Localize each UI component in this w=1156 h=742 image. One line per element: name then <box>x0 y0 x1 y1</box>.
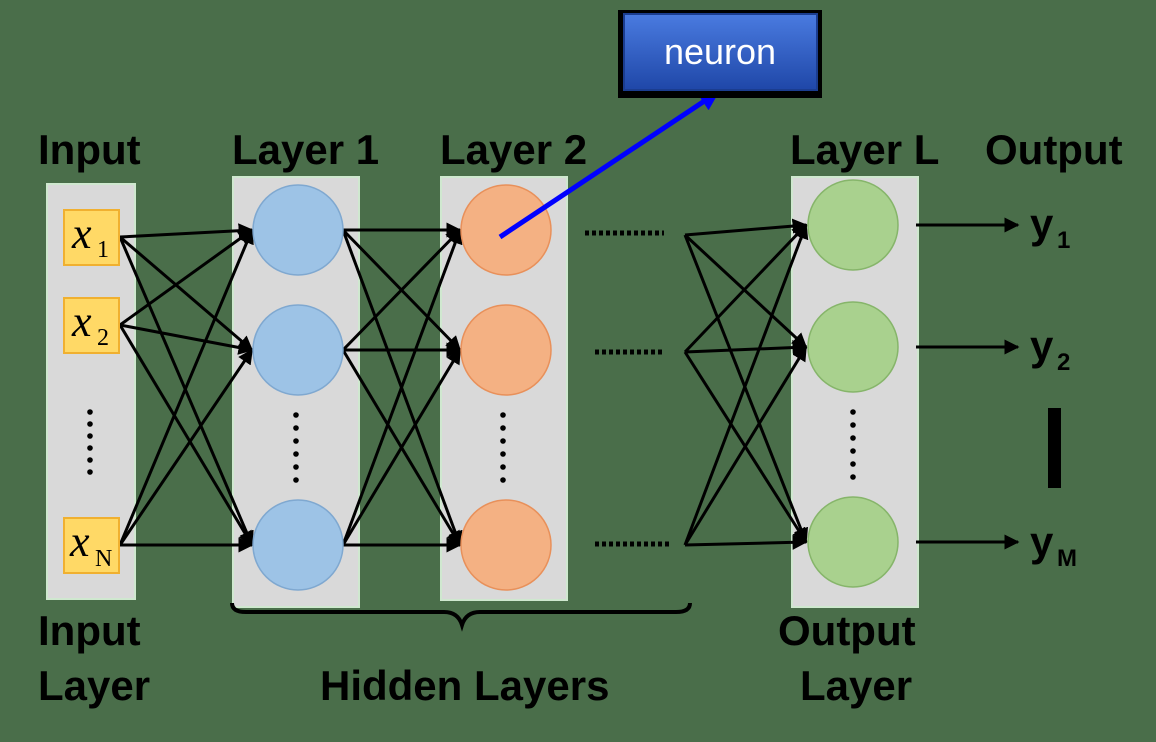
header-input: Input <box>38 126 141 173</box>
layer2-ellipsis <box>500 412 506 483</box>
connection-edge <box>683 223 809 546</box>
layer2-neuron <box>460 304 552 396</box>
header-layer2: Layer 2 <box>440 126 587 173</box>
layer2-nodes <box>460 184 552 591</box>
layer2-neuron <box>460 184 552 276</box>
input-ellipsis <box>87 409 93 475</box>
output-label-2: y 2 <box>1030 322 1070 376</box>
layer1-neuron <box>252 184 344 276</box>
output-sub: 1 <box>1057 227 1070 254</box>
output-var: y <box>1030 518 1054 565</box>
footer-output-layer-line2: Layer <box>800 662 912 709</box>
layer1-nodes <box>252 184 344 591</box>
connection-edge <box>341 228 463 546</box>
callout-arrow <box>498 89 720 240</box>
output-neuron <box>807 496 899 588</box>
connection-edge <box>118 348 254 546</box>
connection-edge <box>684 340 808 356</box>
connection-edge <box>119 235 254 352</box>
connection-edge <box>683 223 808 354</box>
header-layerL: Layer L <box>790 126 939 173</box>
output-neuron <box>807 301 899 393</box>
output-sub: 2 <box>1057 349 1070 376</box>
connection-edge <box>119 323 254 355</box>
connection-edge <box>341 228 462 352</box>
output-label-1: y 1 <box>1030 200 1070 254</box>
output-vertical-ellipsis <box>1048 408 1061 488</box>
input-node-n: x N <box>63 517 120 574</box>
horizontal-ellipsis <box>585 230 672 547</box>
output-var: y <box>1030 200 1054 247</box>
hidden-layers-brace <box>230 602 692 632</box>
output-arrows <box>916 217 1020 550</box>
layer1-neuron <box>252 499 344 591</box>
input-sub: N <box>95 546 112 572</box>
connection-edge <box>119 228 254 327</box>
header-layer1: Layer 1 <box>232 126 379 173</box>
neuron-callout: neuron <box>618 10 822 98</box>
callout-label: neuron <box>664 31 776 72</box>
connection-edge <box>683 233 808 349</box>
layerL-ellipsis <box>850 409 856 480</box>
layer1-ellipsis <box>293 412 299 483</box>
layerL-nodes <box>807 179 899 588</box>
input-sub: 1 <box>97 237 109 263</box>
layer2-neuron <box>460 499 552 591</box>
input-var: x <box>71 209 92 258</box>
input-sub: 2 <box>97 325 109 351</box>
output-sub: M <box>1057 545 1077 572</box>
connection-edges <box>118 218 809 553</box>
ellipsis-dots <box>87 409 856 483</box>
connection-edge <box>119 223 254 239</box>
connection-edge <box>684 218 808 237</box>
footer-input-layer-line2: Layer <box>38 662 150 709</box>
input-node-2: x 2 <box>63 297 120 354</box>
header-output: Output <box>985 126 1123 173</box>
footer-output-layer-line1: Output <box>778 607 916 654</box>
connection-edge <box>683 345 808 546</box>
connection-edge <box>118 228 254 546</box>
output-label-m: y M <box>1030 518 1077 572</box>
input-var: x <box>71 297 92 346</box>
connection-edge <box>684 534 808 550</box>
footer-hidden-layers: Hidden Layers <box>320 662 609 709</box>
connection-edge <box>341 348 462 546</box>
connection-edge <box>118 324 254 547</box>
output-var: y <box>1030 322 1054 369</box>
input-var: x <box>69 517 90 566</box>
footer-input-layer-line1: Input <box>38 607 141 654</box>
layer1-neuron <box>252 304 344 396</box>
input-node-1: x 1 <box>63 209 120 266</box>
output-neuron <box>807 179 899 271</box>
